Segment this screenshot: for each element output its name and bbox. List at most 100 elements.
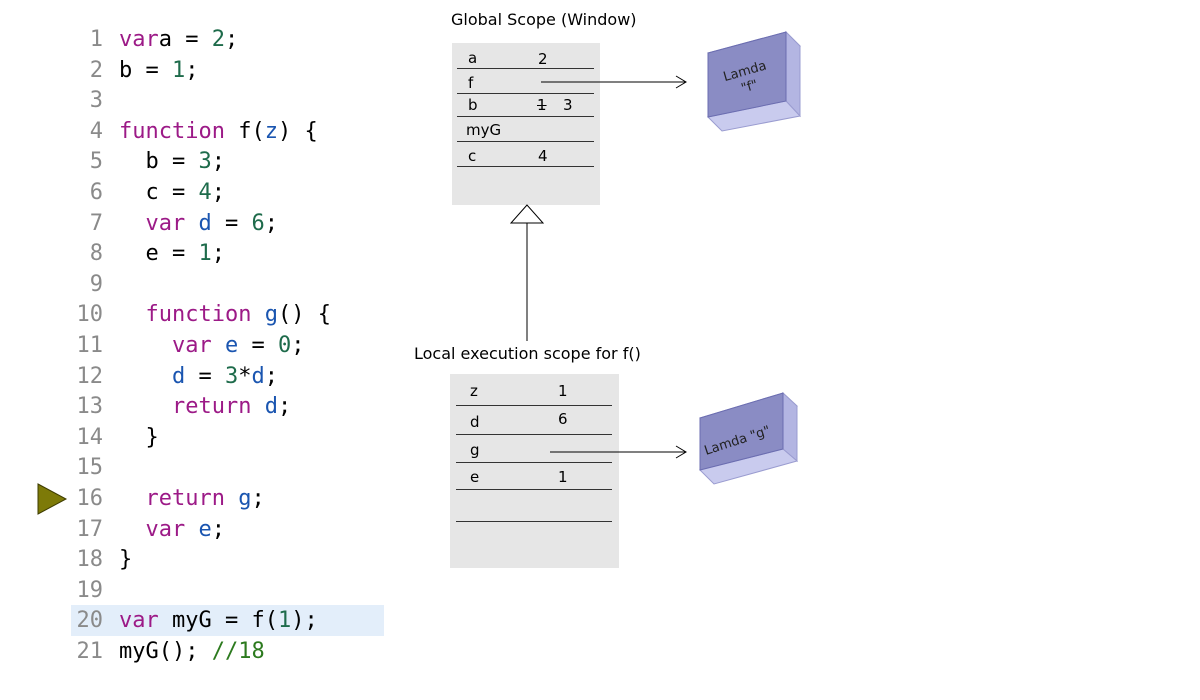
code-line: 2 b = 1; bbox=[0, 55, 400, 86]
code-text: c = 4; bbox=[119, 180, 225, 205]
global-var-old-value: 1 bbox=[537, 96, 547, 114]
code-token: 1 bbox=[198, 241, 212, 267]
local-var-name: e bbox=[470, 468, 480, 486]
line-number: 13 bbox=[76, 394, 104, 420]
code-token: * bbox=[238, 363, 252, 389]
line-number: 5 bbox=[89, 149, 103, 175]
current-line-marker-icon bbox=[36, 483, 68, 519]
code-text: } bbox=[119, 547, 132, 572]
code-line: 18} bbox=[0, 544, 400, 575]
code-token: myG(); bbox=[119, 639, 212, 664]
code-line: 10 function g() { bbox=[0, 299, 400, 330]
line-number: 8 bbox=[89, 241, 103, 267]
code-token: z bbox=[264, 118, 278, 144]
code-text: function f(z) { bbox=[119, 119, 318, 144]
code-token: 0 bbox=[277, 333, 292, 358]
code-token: g bbox=[264, 302, 278, 328]
line-number: 9 bbox=[89, 271, 103, 297]
code-token: 6 bbox=[251, 210, 265, 236]
code-token: return bbox=[119, 486, 225, 511]
code-token: e = bbox=[119, 241, 199, 267]
code-token: d bbox=[251, 363, 265, 389]
local-var-name: g bbox=[470, 441, 480, 459]
line-number: 19 bbox=[76, 577, 104, 603]
code-token: c = bbox=[119, 180, 199, 205]
scope-chain-arrow-icon bbox=[509, 204, 545, 341]
code-token: var bbox=[119, 210, 186, 236]
code-text: var myG = f(1); bbox=[119, 608, 318, 633]
code-text: } bbox=[119, 425, 158, 450]
code-token: = bbox=[211, 210, 252, 236]
code-text: var d = 6; bbox=[119, 211, 278, 236]
code-token: 3 bbox=[198, 149, 212, 175]
row-divider bbox=[456, 489, 612, 490]
code-line: 14 } bbox=[0, 422, 400, 453]
code-token: function bbox=[119, 302, 252, 328]
code-token: ; bbox=[211, 241, 225, 267]
code-token: //18 bbox=[211, 639, 265, 664]
code-line: 3 bbox=[0, 85, 400, 116]
row-divider bbox=[457, 116, 594, 117]
code-token: var bbox=[119, 27, 159, 52]
code-token: ); bbox=[291, 608, 318, 634]
row-divider bbox=[456, 521, 612, 522]
line-number: 10 bbox=[76, 302, 104, 328]
code-line: 13 return d; bbox=[0, 391, 400, 422]
code-token: ; bbox=[224, 27, 239, 52]
line-number: 17 bbox=[76, 516, 104, 542]
local-var-name: d bbox=[470, 413, 480, 431]
row-divider bbox=[457, 93, 594, 94]
code-token: function bbox=[119, 118, 225, 144]
code-token: d bbox=[264, 394, 278, 420]
line-number: 18 bbox=[76, 547, 104, 573]
code-text: b = 3; bbox=[119, 149, 225, 174]
code-line: 6 c = 4; bbox=[0, 177, 400, 208]
global-scope-title: Global Scope (Window) bbox=[451, 10, 637, 29]
code-line: 5 b = 3; bbox=[0, 146, 400, 177]
code-token: var bbox=[119, 516, 186, 542]
code-line: 16 return g; bbox=[0, 483, 400, 514]
code-token: b = bbox=[119, 149, 199, 175]
code-text: return g; bbox=[119, 486, 264, 511]
code-token: e bbox=[224, 333, 239, 358]
code-token: g bbox=[238, 486, 252, 511]
row-divider bbox=[456, 405, 612, 406]
code-text: d = 3*d; bbox=[119, 364, 278, 389]
global-var-name: f bbox=[468, 74, 474, 92]
code-line: 17 var e; bbox=[0, 514, 400, 545]
local-scope-title: Local execution scope for f() bbox=[414, 344, 641, 363]
line-number: 2 bbox=[89, 57, 103, 83]
code-token: ; bbox=[185, 57, 199, 83]
code-line: 11 var e = 0; bbox=[0, 330, 400, 361]
code-text: e = 1; bbox=[119, 241, 225, 266]
global-var-name: c bbox=[468, 147, 477, 165]
code-token: a = bbox=[158, 27, 212, 52]
code-token: 1 bbox=[171, 57, 186, 83]
row-divider bbox=[457, 166, 594, 167]
code-token: 3 bbox=[224, 363, 239, 389]
code-token: var bbox=[119, 608, 159, 634]
code-token: 2 bbox=[211, 27, 225, 52]
code-token: ; bbox=[264, 210, 278, 236]
code-token: d bbox=[171, 363, 186, 389]
line-number: 14 bbox=[76, 424, 104, 450]
global-var-name: b bbox=[468, 96, 478, 114]
lambda-f-block: Lamda "f" bbox=[706, 30, 801, 132]
code-text: function g() { bbox=[119, 302, 330, 328]
code-text: return d; bbox=[119, 394, 291, 419]
code-text: myG(); //18 bbox=[119, 639, 265, 664]
code-token: d bbox=[198, 210, 212, 236]
line-number: 16 bbox=[76, 486, 104, 511]
local-var-value: 1 bbox=[558, 468, 568, 486]
code-token: b = bbox=[119, 57, 172, 83]
line-number: 7 bbox=[89, 210, 103, 236]
code-token: ; bbox=[277, 394, 292, 420]
f-reference-arrow-icon bbox=[541, 75, 687, 89]
code-token: ; bbox=[211, 149, 225, 175]
code-text: var e; bbox=[119, 517, 225, 542]
